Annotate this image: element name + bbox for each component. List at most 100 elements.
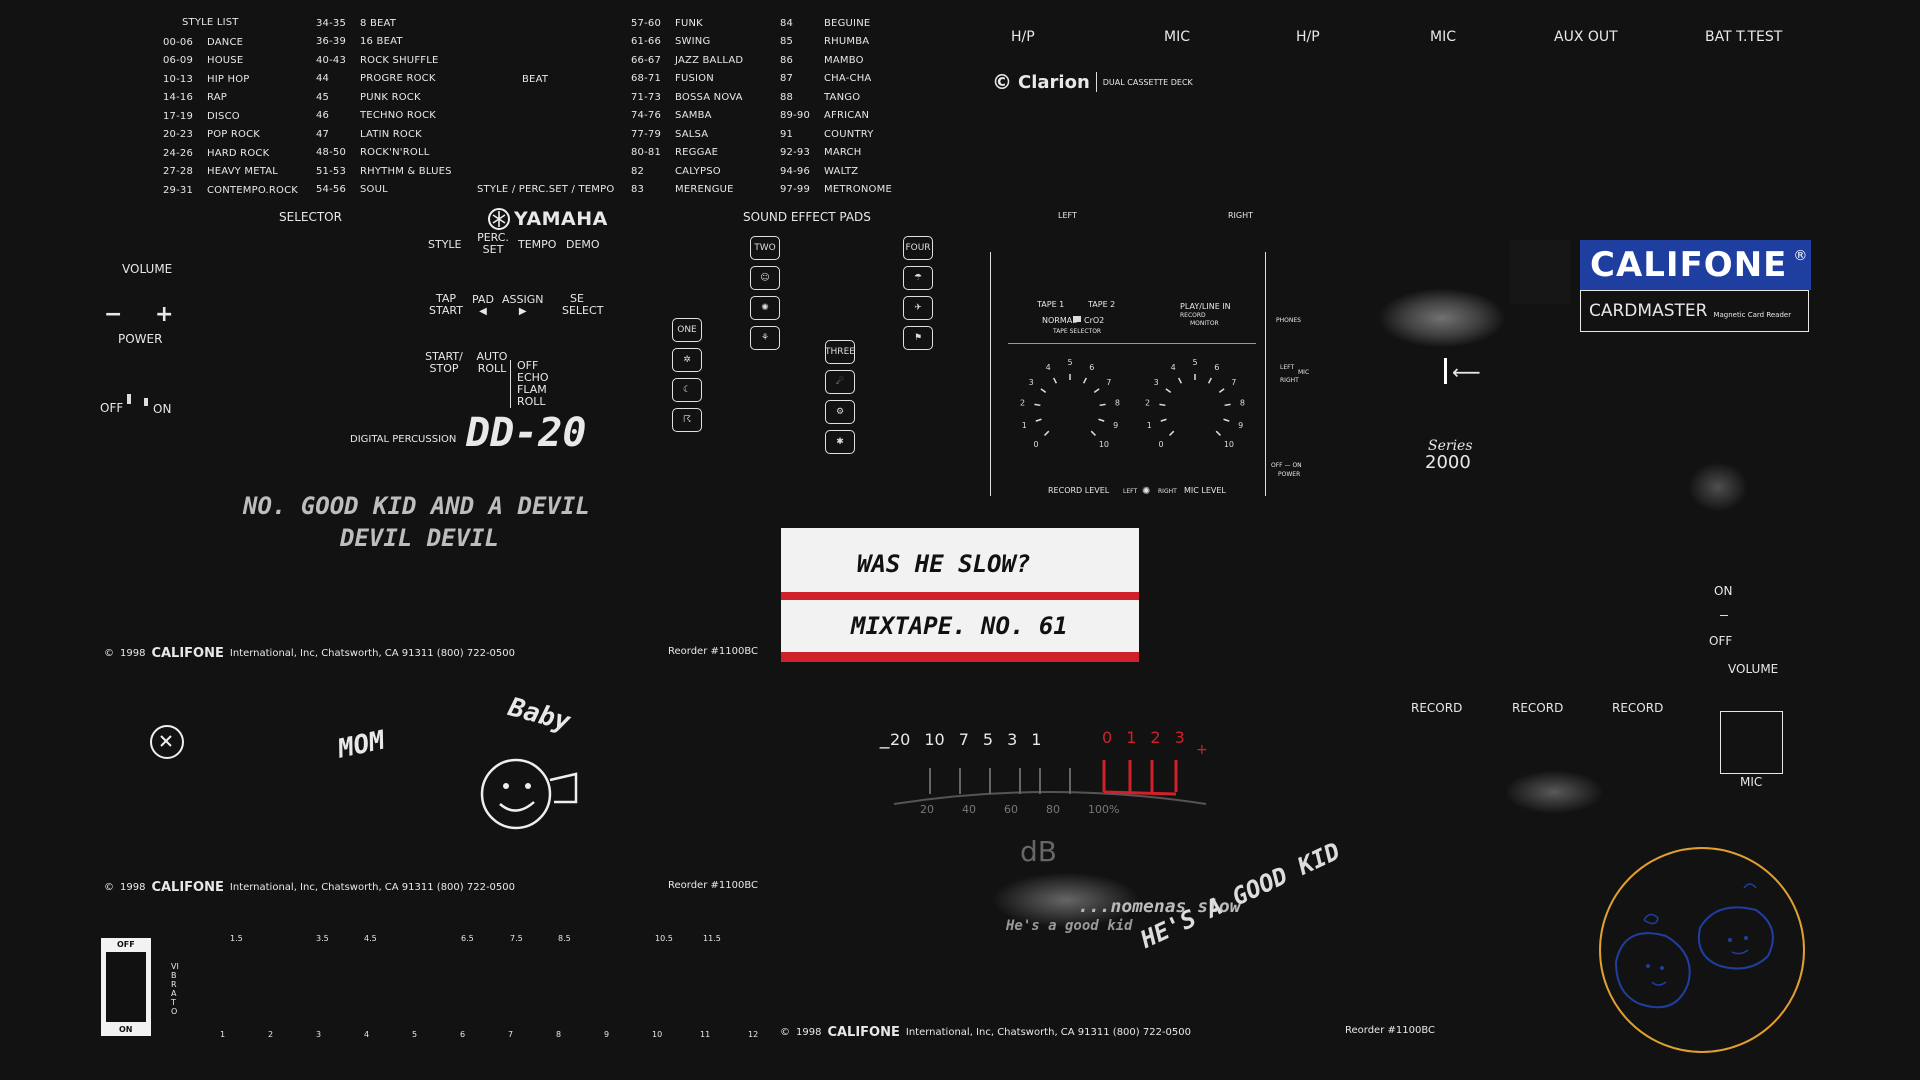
style-number: 40-43: [316, 54, 347, 66]
volume-down-button[interactable]: −: [104, 302, 123, 327]
pad-one-icon-1[interactable]: ✲: [672, 348, 702, 372]
roll-option[interactable]: ROLL: [517, 395, 546, 408]
style-button[interactable]: STYLE: [428, 238, 462, 251]
record-button-3[interactable]: RECORD: [1612, 701, 1664, 715]
mic-jack-2[interactable]: MIC: [1430, 29, 1456, 45]
tape-selector-switch[interactable]: [1073, 316, 1081, 322]
record-label-small: RECORD: [1180, 312, 1206, 319]
battery-test-button[interactable]: BAT T.TEST: [1705, 29, 1783, 45]
tempo-button[interactable]: TEMPO: [518, 238, 557, 251]
pad-one-icon-3[interactable]: ☈: [672, 408, 702, 432]
headphones-jack-2[interactable]: H/P: [1296, 29, 1320, 45]
deck-power-switch[interactable]: OFF — ON: [1271, 462, 1302, 469]
graffiti-line-2: DEVIL DEVIL: [340, 524, 499, 552]
vu-scale-label: 1: [1031, 730, 1042, 749]
balance-right-label: RIGHT: [1158, 488, 1177, 495]
pad-four-icon-2[interactable]: ✈: [903, 296, 933, 320]
left-arrow-icon: ◀: [479, 306, 487, 317]
style-number: 84: [780, 17, 794, 29]
pad-three-icon-1[interactable]: ☄: [825, 370, 855, 394]
style-name: FUNK: [675, 17, 703, 29]
copyright-address: International, Inc, Chatsworth, CA 91311…: [229, 882, 516, 893]
vu-scale-label: 3: [1007, 730, 1018, 749]
start-stop-button[interactable]: START/ STOP: [425, 350, 463, 375]
headphones-jack-1[interactable]: H/P: [1011, 29, 1035, 45]
balance-knob-icon[interactable]: ✺: [1142, 486, 1151, 497]
pad-one-icon-2[interactable]: ☾: [672, 378, 702, 402]
pad-four-icon-3[interactable]: ⚑: [903, 326, 933, 350]
roll-option[interactable]: ECHO: [517, 371, 549, 384]
perc-set-button[interactable]: PERC. SET: [477, 231, 509, 256]
on-off-switch[interactable]: [1720, 615, 1728, 616]
key-scale-top-label: 11.5: [703, 934, 721, 943]
pad-four-icon-1[interactable]: ☂: [903, 266, 933, 290]
vu-scale-label-red: 2: [1150, 728, 1161, 747]
vibrato-switch-slot: [106, 952, 146, 1022]
se-select-button[interactable]: SE SELECT: [562, 292, 604, 317]
aux-out-jack[interactable]: AUX OUT: [1554, 29, 1618, 45]
pad-four-header[interactable]: FOUR: [903, 236, 933, 260]
style-name: DISCO: [207, 110, 240, 122]
clarion-brand: Clarion: [1018, 71, 1090, 93]
style-name: BOSSA NOVA: [675, 91, 743, 103]
tap-start-button[interactable]: TAP START: [429, 292, 463, 317]
style-list-row: 71-73 BOSSA NOVA: [631, 88, 743, 107]
mic-jack-1[interactable]: MIC: [1164, 29, 1190, 45]
key-scale-bottom-label: 5: [412, 1030, 418, 1039]
selector-label: SELECTOR: [279, 210, 342, 224]
pad-two-icon-1[interactable]: ☺: [750, 266, 780, 290]
style-name: BEGUINE: [824, 17, 871, 29]
style-list-footer: STYLE / PERC.SET / TEMPO: [477, 184, 615, 195]
pad-three-icon-3[interactable]: ✱: [825, 430, 855, 454]
play-line-in-label: PLAY/LINE IN: [1180, 302, 1231, 311]
key-scale-bottom-label: 11: [700, 1030, 711, 1039]
assign-button[interactable]: ASSIGN ▶: [502, 294, 544, 318]
vu-scale-label-red: 1: [1126, 728, 1137, 747]
record-button-1[interactable]: RECORD: [1411, 701, 1463, 715]
mic-square[interactable]: [1720, 711, 1783, 774]
vu-scale-label: 10: [924, 730, 945, 749]
dial-tick-label: 9: [1238, 421, 1243, 430]
dark-patch: [1510, 240, 1570, 304]
roll-option[interactable]: OFF: [517, 359, 539, 372]
graffiti-line-1: NO. GOOD KID AND A DEVIL: [243, 492, 590, 520]
auto-roll-button[interactable]: AUTO ROLL: [476, 350, 508, 375]
power-switch[interactable]: [127, 394, 131, 404]
pad-two-icon-3[interactable]: ⚘: [750, 326, 780, 350]
pad-group-two: TWO ☺ ✺ ⚘: [750, 236, 780, 350]
off-label: OFF: [1709, 634, 1733, 648]
pad-three-icon-2[interactable]: ⚙: [825, 400, 855, 424]
style-number: 71-73: [631, 91, 662, 103]
pad-two-icon-2[interactable]: ✺: [750, 296, 780, 320]
dial-tick-label: 10: [1099, 440, 1109, 449]
deck-power-label: POWER: [1278, 471, 1301, 478]
pad-one-header[interactable]: ONE: [672, 318, 702, 342]
reorder-1: Reorder #1100BC: [668, 646, 758, 657]
power-on-label: ON: [153, 402, 172, 416]
dial-tick-label: 1: [1147, 421, 1152, 430]
record-button-2[interactable]: RECORD: [1512, 701, 1564, 715]
vibrato-switch[interactable]: OFF ON: [101, 938, 151, 1036]
demo-button[interactable]: DEMO: [566, 238, 600, 251]
pad-three-header[interactable]: THREE: [825, 340, 855, 364]
clarion-logo: © Clarion DUAL CASSETTE DECK: [992, 70, 1193, 94]
roll-option[interactable]: FLAM: [517, 383, 547, 396]
style-number: 27-28: [163, 166, 194, 178]
style-list-row: 57-60 FUNK: [631, 14, 743, 33]
pad-two-header[interactable]: TWO: [750, 236, 780, 260]
style-name: SAMBA: [675, 110, 712, 122]
pad-button[interactable]: PAD ◀: [472, 294, 494, 318]
volume-up-button[interactable]: +: [155, 302, 174, 327]
style-number: 57-60: [631, 17, 662, 29]
style-number: 89-90: [780, 110, 811, 122]
tape1-label: TAPE 1: [1037, 300, 1065, 309]
